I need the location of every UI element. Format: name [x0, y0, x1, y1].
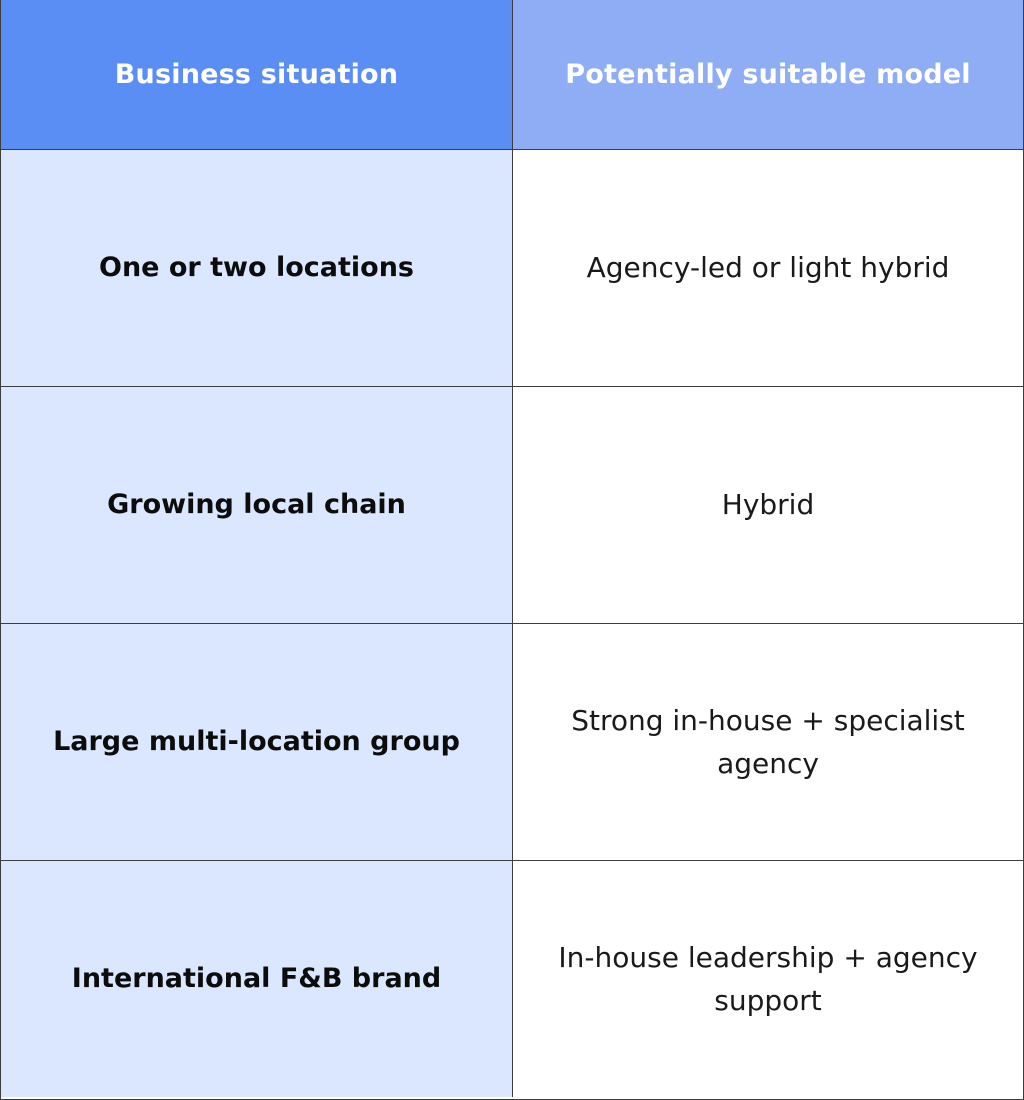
- model-label: Agency-led or light hybrid: [586, 251, 950, 285]
- model-label: In-house leadership + agency support: [558, 940, 978, 1017]
- table-row: Growing local chain Hybrid: [1, 387, 1023, 624]
- model-cell: Strong in-house + specialist agency: [513, 624, 1023, 860]
- model-cell: In-house leadership + agency support: [513, 861, 1023, 1097]
- situation-label: Growing local chain: [107, 489, 406, 521]
- header-label-business-situation: Business situation: [114, 59, 399, 90]
- situation-cell: International F&B brand: [1, 861, 513, 1097]
- model-label: Strong in-house + specialist agency: [571, 703, 965, 780]
- table-header-row: Business situation Potentially suitable …: [1, 0, 1023, 150]
- situation-cell: Growing local chain: [1, 387, 513, 623]
- model-label: Hybrid: [721, 488, 815, 522]
- situation-cell: Large multi-location group: [1, 624, 513, 860]
- header-cell-suitable-model: Potentially suitable model: [513, 0, 1023, 149]
- header-cell-business-situation: Business situation: [1, 0, 513, 149]
- table-row: Large multi-location group Strong in-hou…: [1, 624, 1023, 861]
- situation-cell: One or two locations: [1, 150, 513, 386]
- header-label-suitable-model: Potentially suitable model: [565, 59, 971, 90]
- model-cell: Agency-led or light hybrid: [513, 150, 1023, 386]
- situation-label: International F&B brand: [71, 963, 442, 995]
- situation-label: One or two locations: [99, 252, 414, 284]
- situation-label: Large multi-location group: [53, 726, 460, 758]
- table-row: One or two locations Agency-led or light…: [1, 150, 1023, 387]
- table-row: International F&B brand In-house leaders…: [1, 861, 1023, 1097]
- model-cell: Hybrid: [513, 387, 1023, 623]
